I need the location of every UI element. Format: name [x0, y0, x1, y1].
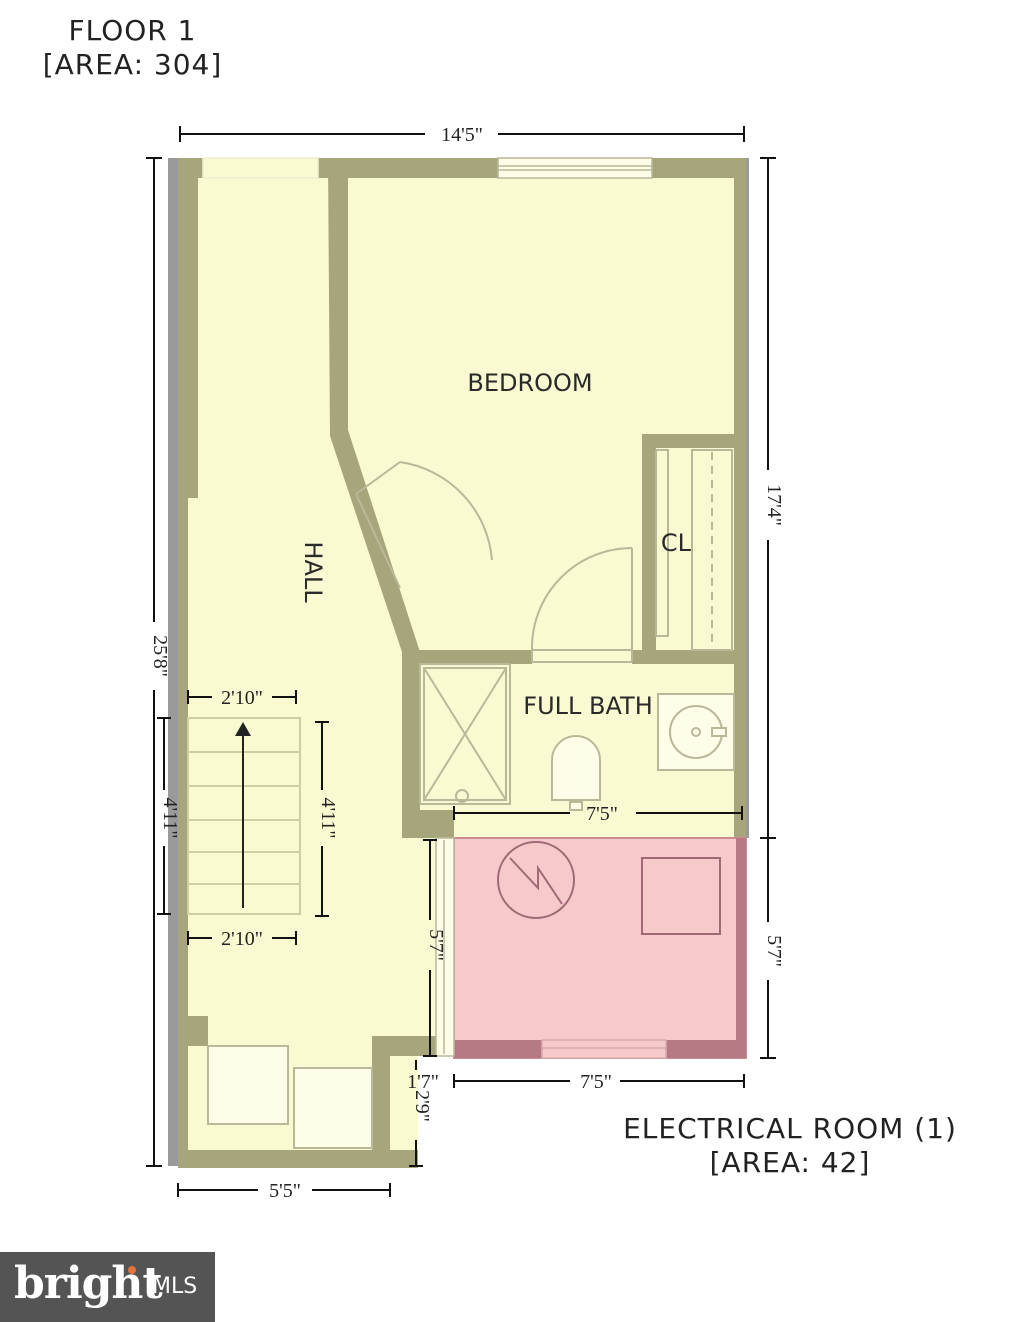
floor-title: FLOOR 1 — [68, 14, 197, 47]
dim-electrical-bottom: 7'5" — [580, 1071, 612, 1093]
dim-stair-right: 4'11" — [317, 797, 339, 838]
toilet — [551, 735, 601, 811]
dim-stair-bottom: 2'10" — [221, 928, 263, 950]
electrical-panel-icon — [497, 841, 575, 919]
exterior-edge-left — [168, 158, 178, 1166]
electrical-unit — [641, 857, 721, 935]
bright-mls-logo: bright MLS — [0, 1252, 215, 1322]
hall-cabinets — [207, 1045, 373, 1149]
label-full-bath: FULL BATH — [523, 692, 652, 720]
dim-right-lower: 5'7" — [763, 935, 785, 967]
dim-electrical-left: 5'7" — [425, 929, 447, 961]
shower — [419, 663, 511, 805]
windows — [202, 157, 653, 179]
logo-dot-icon — [128, 1266, 136, 1274]
logo-suffix: MLS — [152, 1274, 198, 1299]
dim-stair-top: 2'10" — [221, 687, 263, 709]
dim-right-upper: 17'4" — [763, 484, 785, 526]
electrical-heading: ELECTRICAL ROOM (1) [AREA: 42] — [600, 1112, 980, 1180]
dimension-lines — [146, 126, 776, 1197]
logo-brand: bright — [14, 1258, 163, 1309]
dim-bottom-width: 5'5" — [269, 1180, 301, 1202]
electrical-room — [435, 837, 747, 1059]
electrical-area: [AREA: 42] — [709, 1146, 871, 1179]
stair-arrow-icon — [235, 722, 251, 908]
dim-stair-left: 4'11" — [159, 797, 181, 838]
dim-bath-width: 7'5" — [586, 803, 618, 825]
label-bedroom: BEDROOM — [467, 369, 592, 397]
walls — [178, 158, 746, 1168]
floor-area: [AREA: 304] — [42, 48, 223, 81]
exterior-edge-right — [744, 158, 749, 838]
floor-heading: FLOOR 1 [AREA: 304] — [30, 14, 235, 82]
sink — [657, 693, 735, 771]
closet-doors — [655, 449, 733, 651]
dim-notch-height: 2'9" — [411, 1090, 433, 1122]
electrical-title: ELECTRICAL ROOM (1) — [623, 1112, 957, 1145]
label-closet: CL — [661, 529, 692, 557]
bedroom-door — [355, 461, 493, 589]
dim-top-width: 14'5" — [441, 124, 483, 146]
dim-left-height: 25'8" — [149, 635, 171, 677]
bath-door — [530, 547, 633, 663]
dim-notch-width: 1'7" — [407, 1071, 439, 1093]
label-hall: HALL — [299, 541, 327, 603]
